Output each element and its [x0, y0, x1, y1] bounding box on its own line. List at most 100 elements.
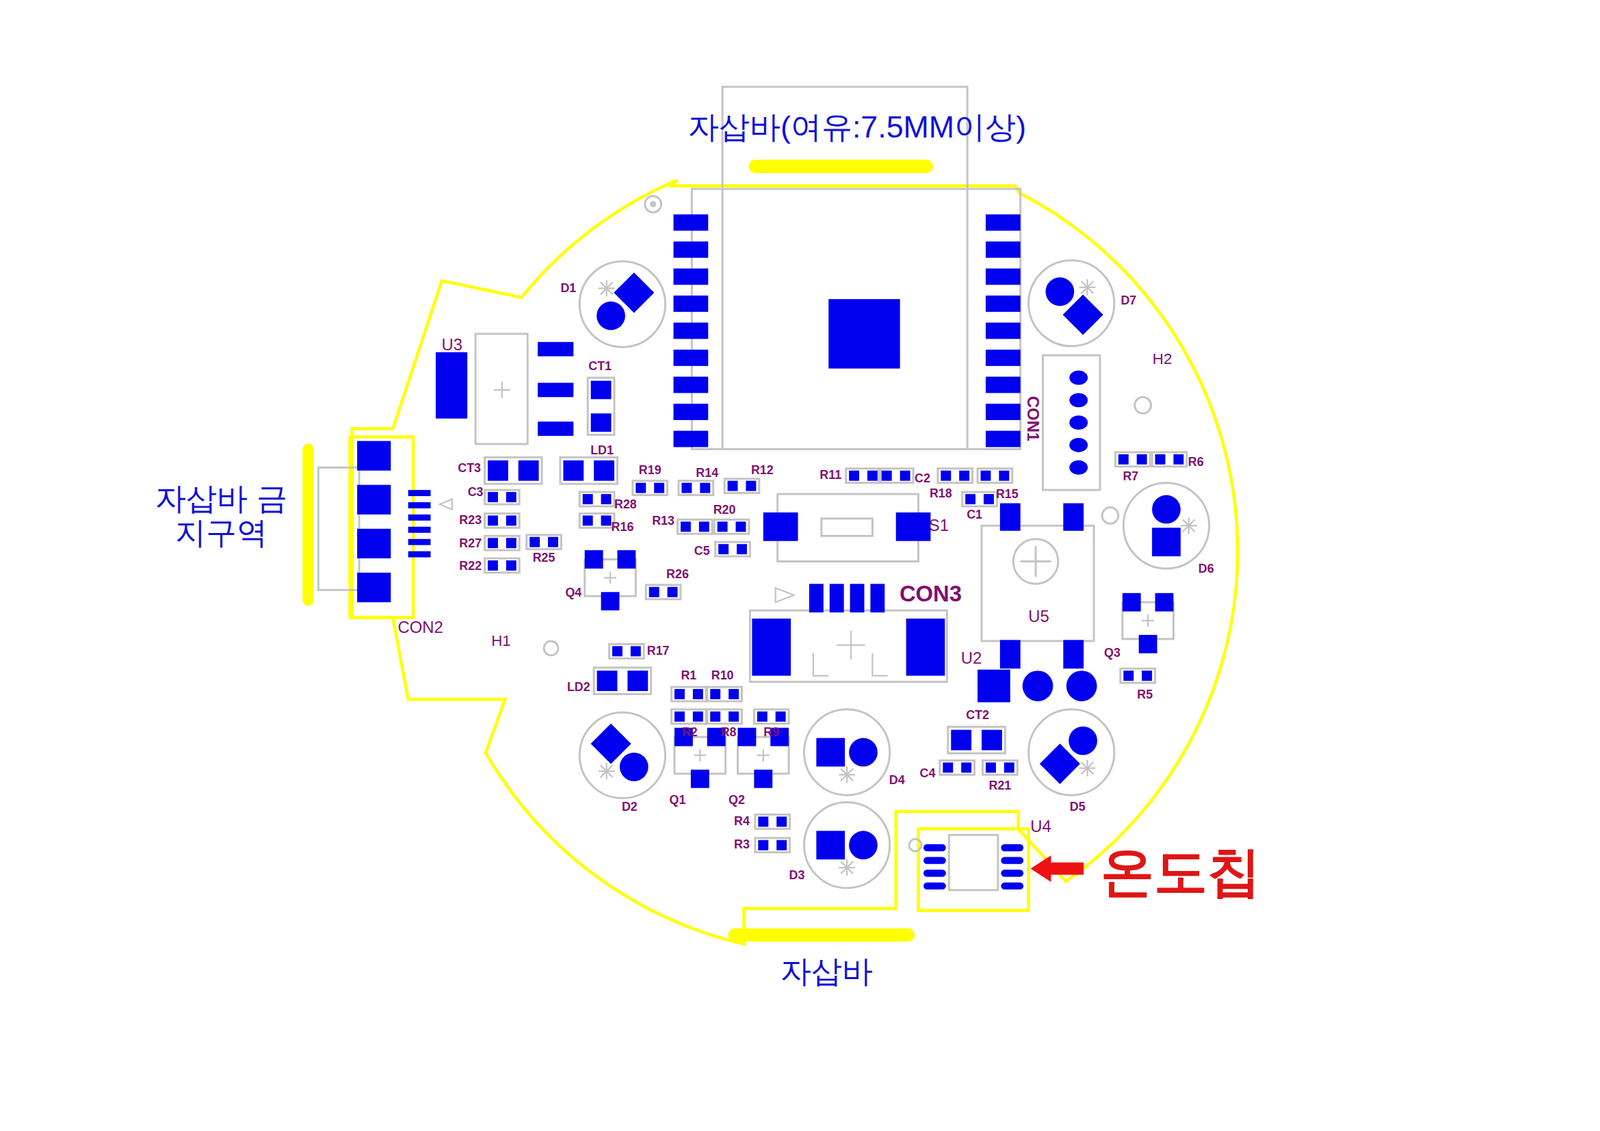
pad — [408, 551, 431, 558]
component-outline — [560, 456, 618, 484]
pad — [1122, 593, 1142, 612]
module-pad — [673, 430, 709, 448]
part-designator: Q4 — [565, 586, 582, 600]
part-designator: D1 — [560, 281, 576, 296]
component-outline — [677, 519, 713, 534]
pad — [487, 460, 509, 481]
part-designator: CT3 — [457, 461, 481, 476]
pad — [736, 543, 747, 555]
module-pad — [673, 403, 709, 421]
polarity-mark — [604, 571, 617, 584]
pad — [593, 460, 615, 481]
led-pad — [1063, 294, 1104, 335]
pad — [745, 480, 756, 492]
module-pad — [673, 349, 709, 366]
pad — [736, 521, 747, 532]
mounting-hole — [543, 640, 559, 656]
part-designator: CT2 — [965, 708, 990, 723]
pad — [980, 470, 992, 481]
pad — [506, 560, 517, 571]
part-designator: D4 — [889, 773, 906, 788]
pad — [518, 460, 540, 481]
chip-pad — [1000, 882, 1024, 890]
connector-pad — [1069, 370, 1088, 386]
part-designator: R25 — [532, 551, 556, 566]
part-designator: CON2 — [397, 618, 443, 637]
pad — [965, 493, 976, 505]
part-designator: H1 — [491, 632, 511, 650]
component-outline — [753, 709, 789, 724]
pad — [848, 470, 860, 481]
led-outline — [579, 261, 665, 347]
led-pad — [596, 301, 626, 331]
connector-outline — [318, 467, 360, 590]
mounting-hole — [1134, 396, 1152, 414]
pad — [751, 618, 791, 676]
pad — [547, 536, 559, 548]
part-designator: CT1 — [588, 359, 612, 374]
part-designator: D7 — [1120, 294, 1137, 308]
component-outline — [645, 584, 681, 600]
part-designator: S1 — [928, 516, 949, 535]
pad — [776, 816, 787, 827]
module-pad — [985, 295, 1021, 312]
part-designator: R26 — [666, 567, 689, 582]
component-outline — [609, 643, 645, 659]
component-outline — [977, 468, 1013, 483]
part-designator: R22 — [458, 559, 482, 574]
pad — [699, 482, 711, 494]
pad — [1000, 639, 1021, 669]
part-designator: LD1 — [590, 443, 614, 458]
part-designator: Q2 — [728, 793, 745, 808]
module-pad — [985, 268, 1021, 285]
component-outline — [1151, 452, 1187, 467]
part-designator: D5 — [1069, 800, 1086, 815]
pad — [1138, 634, 1158, 654]
component-outline — [707, 686, 743, 702]
component-outline — [593, 667, 652, 695]
pad — [408, 526, 431, 533]
led-symbol — [1079, 279, 1096, 296]
pad — [487, 537, 498, 548]
pad — [757, 840, 769, 851]
pad — [680, 521, 691, 532]
pad — [408, 539, 431, 546]
led-symbol — [598, 279, 615, 297]
led-outline — [1123, 482, 1209, 569]
part-designator: R6 — [1188, 455, 1204, 470]
module-outline — [691, 188, 1020, 449]
part-designator: R12 — [751, 463, 774, 478]
module-pad — [985, 214, 1021, 231]
led-outline — [803, 709, 890, 795]
regulator-outline — [475, 333, 528, 444]
pad — [757, 711, 768, 722]
component-outline — [579, 513, 615, 528]
led-pad — [816, 830, 845, 860]
pad — [983, 493, 994, 505]
pad — [718, 543, 729, 555]
switch-outline — [821, 518, 873, 536]
pad — [728, 688, 739, 700]
module-pad — [673, 322, 709, 339]
connector-outline — [749, 610, 947, 682]
part-designator: R11 — [819, 468, 842, 483]
component-outline — [587, 377, 615, 436]
polarity-mark — [693, 749, 706, 762]
pad — [487, 491, 498, 503]
pad — [776, 840, 787, 851]
pin-mark — [439, 499, 453, 510]
part-designator: R27 — [458, 536, 482, 551]
pad — [942, 762, 953, 773]
annotation-note: 온도칩 — [1100, 843, 1261, 902]
hole — [909, 838, 922, 851]
part-designator: R17 — [647, 644, 670, 659]
chip-pad — [1000, 856, 1024, 864]
bar-mark — [734, 928, 909, 942]
led-pad — [848, 738, 878, 767]
pad — [738, 727, 757, 747]
pad — [900, 470, 911, 481]
led-symbol — [838, 766, 856, 783]
connector-pad — [1069, 437, 1088, 453]
part-designator: U4 — [1030, 817, 1052, 836]
component-outline — [714, 519, 750, 534]
